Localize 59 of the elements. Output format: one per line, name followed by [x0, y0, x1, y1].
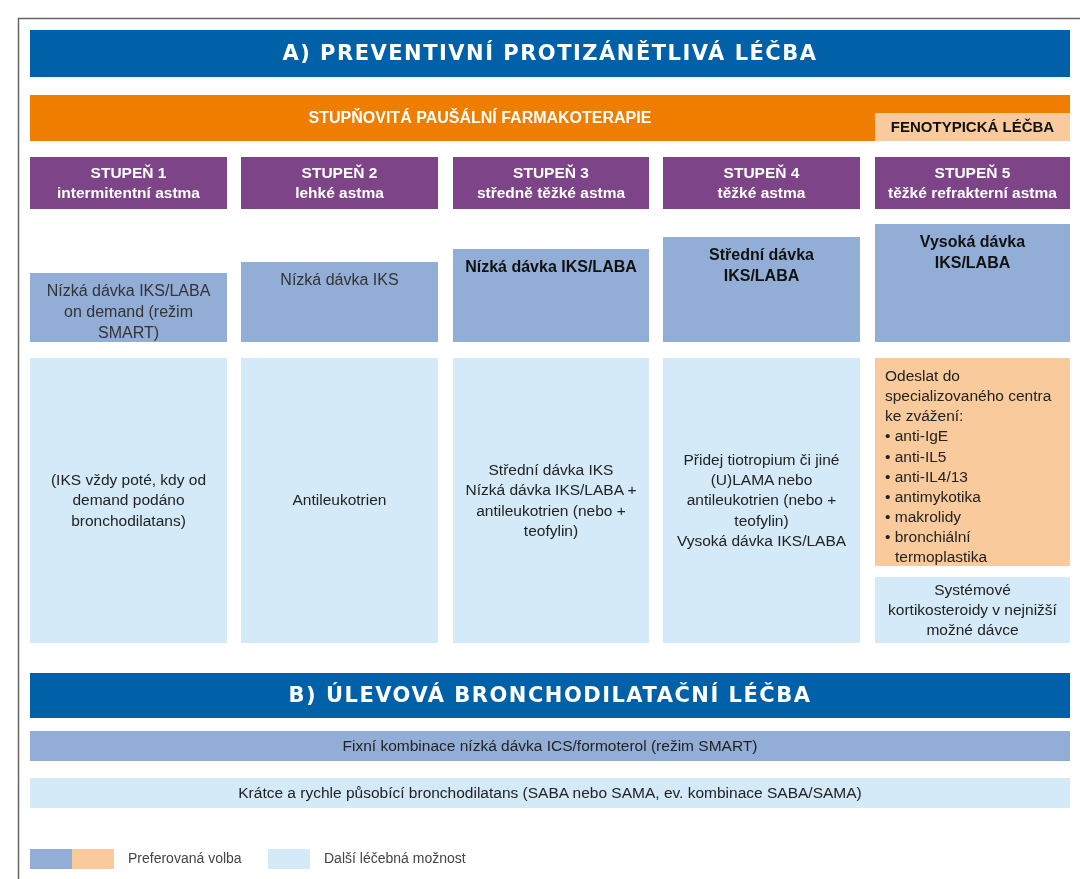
section-header	[30, 30, 1070, 77]
step-text: těžké astma	[717, 183, 806, 203]
step-text: středně těžké astma	[476, 183, 626, 203]
option-text: Fixní kombinace nízká dávka ICS/formoterol (režim SMART)	[342, 735, 758, 756]
option-text: Antileukotrien	[292, 490, 387, 511]
option-text: Nízká dávka IKS/LABA + antileukotrien (nebo + teofylin)	[464, 480, 638, 541]
treatment-text: Nízká dávka IKS	[280, 270, 399, 290]
step-number: STUPEŇ 5	[934, 162, 1011, 183]
step-text: lehké astma	[295, 183, 384, 203]
treatment-text: Nízká dávka IKS/LABA on demand (režim SMART)	[45, 281, 212, 343]
option-box	[663, 358, 860, 643]
legend-label: Preferovaná volba	[128, 850, 242, 866]
list-item: • anti-IL4/13	[885, 466, 968, 487]
step-number: STUPEŇ 2	[301, 162, 378, 183]
step-header	[875, 157, 1070, 209]
step-header	[453, 157, 649, 209]
step-header	[663, 157, 860, 209]
option-text: Přidej tiotropium či jiné (U)LAMA nebo antileukotrien (nebo + teofylin)	[682, 450, 841, 531]
legend-label: Další léčebná možnost	[324, 850, 466, 866]
option-box	[875, 577, 1070, 643]
list-item: • makrolidy	[885, 507, 962, 527]
category-band	[30, 95, 1070, 141]
option-bar	[30, 778, 1070, 808]
treatment-box	[875, 224, 1070, 342]
option-text: Odeslat do specializovaného centra ke zvážení:	[885, 366, 1053, 427]
list-item: • anti-IgE	[885, 426, 949, 447]
step-number: STUPEŇ 1	[90, 162, 167, 183]
step-text: těžké refrakterní astma	[888, 183, 1057, 203]
treatment-bar	[30, 731, 1070, 761]
option-text: (IKS vždy poté, kdy od demand podáno bronchodilatans)	[49, 470, 208, 531]
treatment-box	[875, 358, 1070, 566]
list-item: • bronchiální termoplastika	[885, 527, 989, 568]
list-item: • antimykotika	[885, 486, 982, 507]
step-number: STUPEŇ 3	[513, 162, 589, 183]
category-tag	[875, 113, 1070, 141]
treatment-text: Střední dávka IKS/LABA	[708, 245, 815, 286]
option-text: Systémové kortikosteroidy v nejnižší možné dávce	[887, 579, 1058, 641]
step-header	[241, 157, 438, 209]
heading-text: A) PREVENTIVNÍ PROTIZÁNĚTLIVÁ LÉČBA	[282, 39, 818, 67]
list-item: • anti-IL5	[885, 446, 947, 467]
option-box	[30, 358, 227, 643]
treatment-box	[663, 237, 860, 342]
option-box	[453, 358, 649, 643]
treatment-box	[241, 262, 438, 342]
treatment-text: Vysoká dávka IKS/LABA	[918, 232, 1027, 273]
option-text: Střední dávka IKS	[488, 460, 614, 481]
step-header	[30, 157, 227, 209]
option-box	[241, 358, 438, 643]
step-text: intermitentní astma	[57, 183, 200, 203]
section-header	[30, 673, 1070, 718]
option-text: Vysoká dávka IKS/LABA	[676, 530, 847, 551]
tag-text: FENOTYPICKÁ LÉČBA	[890, 117, 1055, 137]
treatment-text: Nízká dávka IKS/LABA	[465, 257, 637, 277]
treatment-box	[30, 273, 227, 342]
option-text: Krátce a rychle působící bronchodilatans (SABA nebo SAMA, ev. kombinace SABA/SAMA)	[238, 782, 862, 803]
heading-text: B) ÚLEVOVÁ BRONCHODILATAČNÍ LÉČBA	[288, 681, 812, 709]
treatment-box	[453, 249, 649, 342]
step-number: STUPEŇ 4	[723, 162, 800, 183]
band-title: STUPŇOVITÁ PAUŠÁLNÍ FARMAKOTERAPIE	[308, 107, 652, 128]
